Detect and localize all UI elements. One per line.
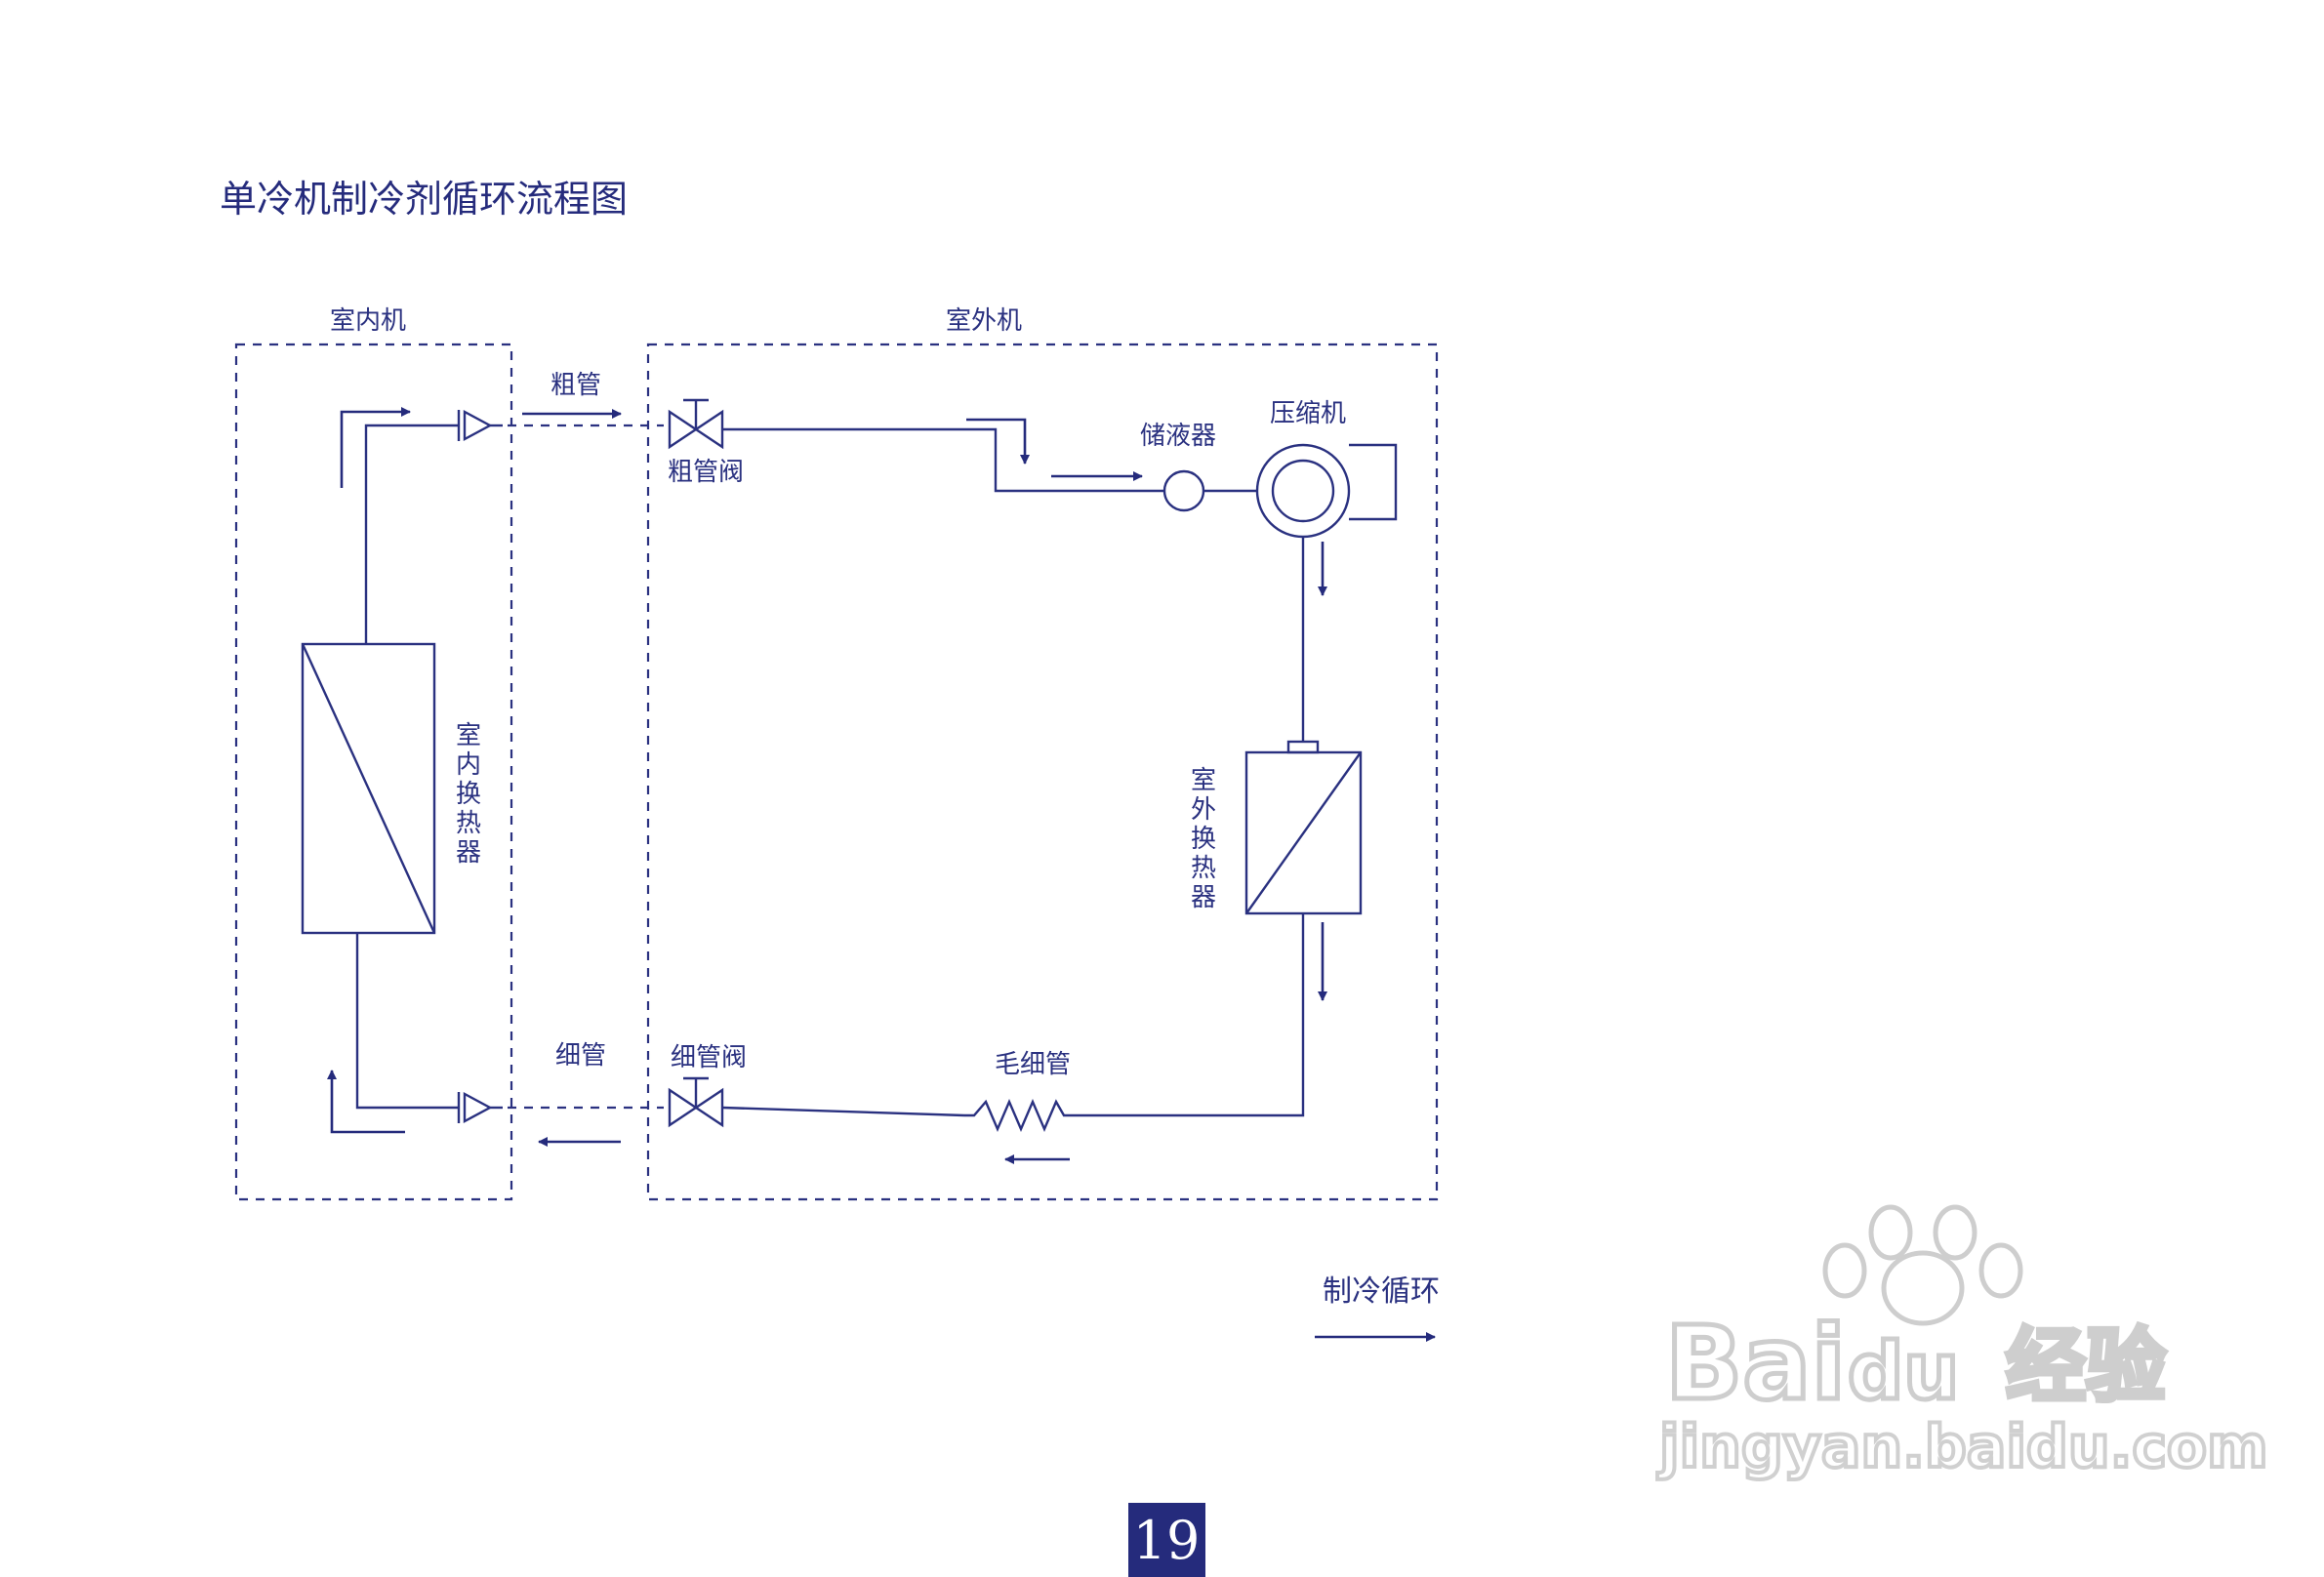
capillary-label: 毛细管 [995, 1050, 1071, 1079]
indoor-liquid-pipe [355, 933, 459, 1110]
capillary-to-valve-pipe [721, 1106, 965, 1117]
thick-pipe-valve-label: 粗管阀 [668, 458, 744, 487]
indoor-heat-exchanger-label: 室 内 换 热 器 [456, 721, 481, 868]
outdoor-suction-pipe [722, 427, 1164, 493]
compressor-label: 压缩机 [1270, 399, 1346, 428]
svg-text:热: 热 [456, 809, 481, 838]
indoor-heat-exchanger [301, 642, 436, 935]
page-number-badge [1128, 1503, 1205, 1577]
outdoor-liquid-pipe [1074, 913, 1305, 1117]
baidu-jingyan-watermark: Bai du 经验 jingyan.baidu.com [1655, 1204, 2270, 1483]
thin-pipe-valve-label: 细管阀 [671, 1043, 747, 1072]
indoor-unit-label: 室内机 [330, 306, 406, 336]
outdoor-hx-inlet [1286, 740, 1320, 754]
capillary-tube [964, 1098, 1074, 1133]
thin-pipe-flare-joint [457, 1091, 503, 1124]
svg-text:室: 室 [456, 721, 481, 750]
accumulator [1162, 469, 1205, 512]
svg-text:热: 热 [1191, 854, 1216, 883]
thick-pipe-valve [668, 398, 724, 450]
outdoor-heat-exchanger-label: 室 外 换 热 器 [1191, 766, 1216, 912]
thin-pipe-label: 细管 [555, 1041, 606, 1071]
svg-text:器: 器 [1191, 883, 1216, 912]
paw-icon [1822, 1204, 2023, 1326]
thick-pipe-flare-joint [457, 409, 503, 442]
accumulator-label: 储液器 [1140, 422, 1216, 451]
compressor [1255, 443, 1398, 539]
svg-text:换: 换 [456, 780, 481, 809]
watermark-brand-cn: 经验 [2006, 1320, 2166, 1413]
outdoor-heat-exchanger [1244, 750, 1363, 915]
svg-text:换: 换 [1191, 825, 1216, 854]
watermark-url: jingyan.baidu.com [1657, 1413, 2268, 1481]
thin-pipe-valve [668, 1076, 724, 1128]
svg-text:器: 器 [456, 838, 481, 868]
flow-arrow-indoor-up [340, 407, 411, 488]
thick-pipe-label: 粗管 [550, 371, 601, 400]
svg-text:内: 内 [456, 750, 481, 780]
outdoor-unit-label: 室外机 [946, 306, 1022, 336]
diagram-title: 单冷机制冷剂循环流程图 [220, 178, 628, 221]
indoor-unit-boundary [234, 343, 513, 1201]
outdoor-unit-boundary [646, 343, 1439, 1201]
flow-arrow-indoor-up-bottom [327, 1070, 405, 1134]
watermark-brand-du: du [1848, 1326, 1959, 1417]
indoor-suction-pipe [364, 424, 459, 644]
flow-arrow-suction-down [966, 418, 1030, 465]
svg-text:室: 室 [1191, 766, 1216, 795]
legend-label: 制冷循环 [1323, 1274, 1440, 1309]
page-number: 19 [1133, 1510, 1201, 1571]
svg-text:外: 外 [1191, 795, 1216, 825]
watermark-brand-latin: Bai [1665, 1304, 1846, 1423]
